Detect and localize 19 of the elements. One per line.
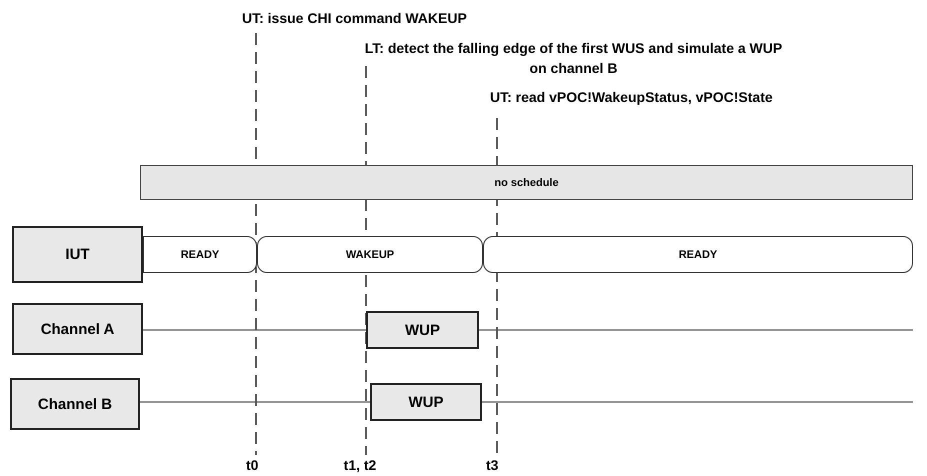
time-label: t0 xyxy=(246,456,258,475)
signal-box: Channel B xyxy=(10,378,140,430)
signal-line xyxy=(482,401,913,403)
pulse-box: WUP xyxy=(370,383,482,421)
pulse-box: WUP xyxy=(366,311,479,349)
signal-line xyxy=(140,401,370,403)
signal-line xyxy=(479,329,913,331)
time-label: t1, t2 xyxy=(342,456,378,475)
annotation-text: UT: read vPOC!WakeupStatus, vPOC!State xyxy=(490,88,773,107)
signal-box: Channel A xyxy=(12,303,143,355)
state-segment: WAKEUP xyxy=(257,236,483,273)
schedule-band: no schedule xyxy=(140,165,913,200)
annotation-text: UT: issue CHI command WAKEUP xyxy=(242,9,467,28)
state-segment: READY xyxy=(483,236,913,273)
annotation-text: LT: detect the falling edge of the first WUS and simulate a WUP on channel B xyxy=(364,39,784,78)
time-label: t3 xyxy=(486,456,498,475)
signal-line xyxy=(143,329,366,331)
signal-box: IUT xyxy=(12,226,143,283)
state-segment: READY xyxy=(143,236,257,273)
